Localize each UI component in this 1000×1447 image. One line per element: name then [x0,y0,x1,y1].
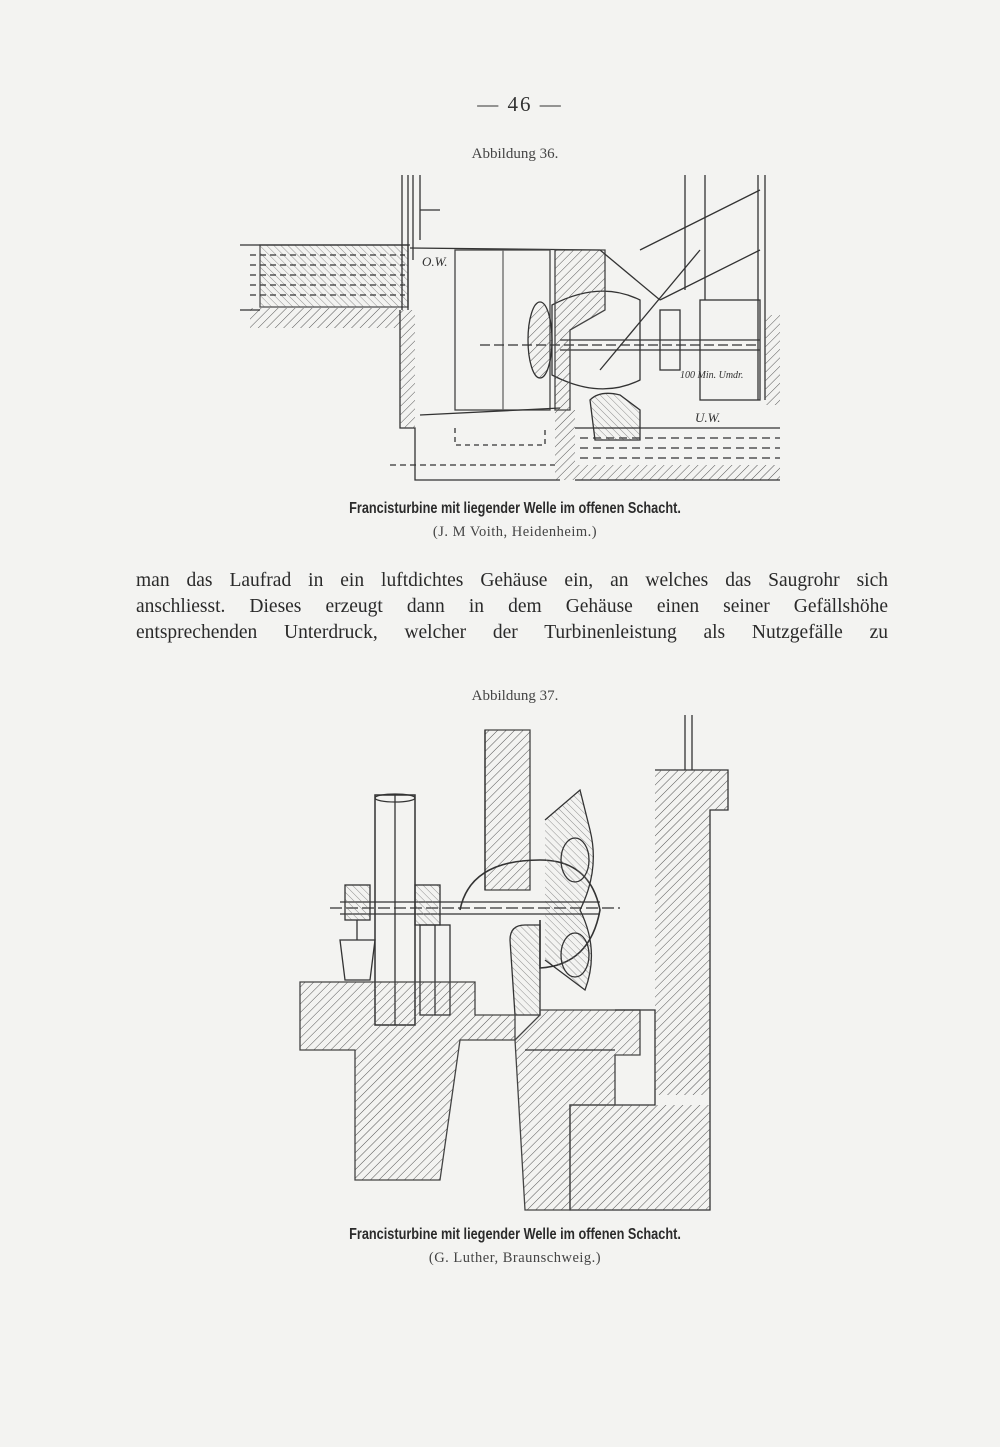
figure-37-caption: Francisturbine mit liegender Welle im of… [349,1226,681,1243]
label-speed: 100 Min. Umdr. [680,370,743,381]
page-number: — 46 — [477,92,563,116]
figure-37-drawing [299,715,729,1211]
body-line: man das Laufrad in ein luftdichtes Gehäu… [136,570,888,591]
figure-36-caption: Francisturbine mit liegender Welle im of… [349,500,681,517]
figure-36-label: Abbildung 36. [471,146,559,162]
label-uw: U.W. [695,410,721,425]
body-paragraph: man das Laufrad in ein luftdichtes Gehäu… [136,568,888,646]
figure-36-drawing: O.W. 100 Min. Umdr. [240,175,780,481]
figure-37-label: Abbildung 37. [471,688,559,704]
figure-37-credit: (G. Luther, Braunschweig.) [428,1250,602,1266]
figure-36-credit: (J. M Voith, Heidenheim.) [432,524,598,540]
label-ow: O.W. [422,254,448,269]
body-line: entsprechenden Unterdruck, welcher der T… [136,622,888,643]
body-line: anschliesst. Dieses erzeugt dann in dem … [136,596,888,617]
